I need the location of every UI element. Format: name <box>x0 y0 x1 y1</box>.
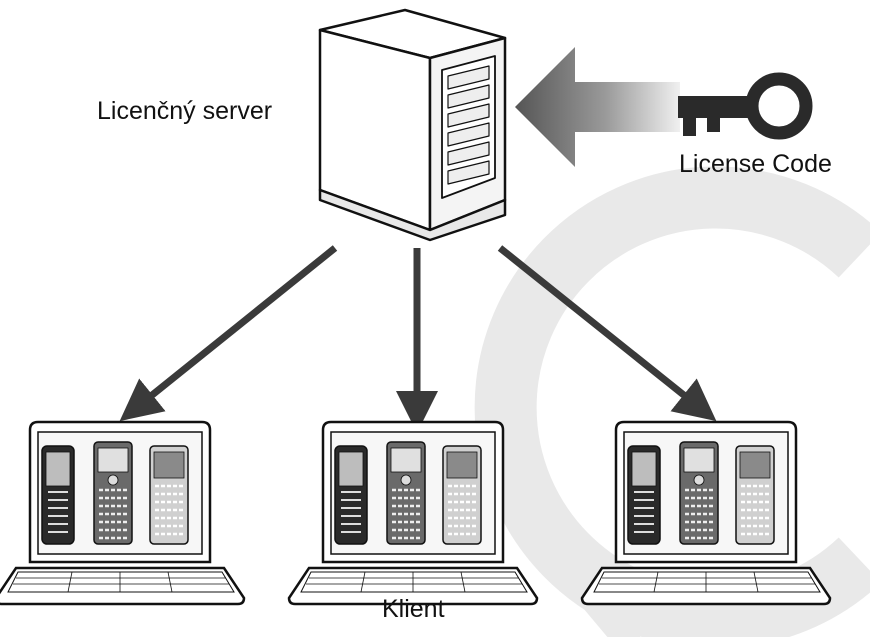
license-inbound-arrow <box>515 47 680 167</box>
client-label: Klient <box>382 595 445 623</box>
server-tower-icon <box>318 8 507 242</box>
arrow-to-client-1 <box>119 245 338 422</box>
distribution-arrows <box>119 245 717 433</box>
key-icon <box>678 72 813 140</box>
client-laptop-2 <box>287 420 539 606</box>
client-laptop-3 <box>580 420 832 606</box>
arrow-to-client-3 <box>497 245 717 422</box>
watermark-logo <box>474 166 870 637</box>
client-laptop-1 <box>0 420 246 606</box>
server-label: Licenčný server <box>97 97 273 125</box>
license-code-label: License Code <box>679 150 832 178</box>
